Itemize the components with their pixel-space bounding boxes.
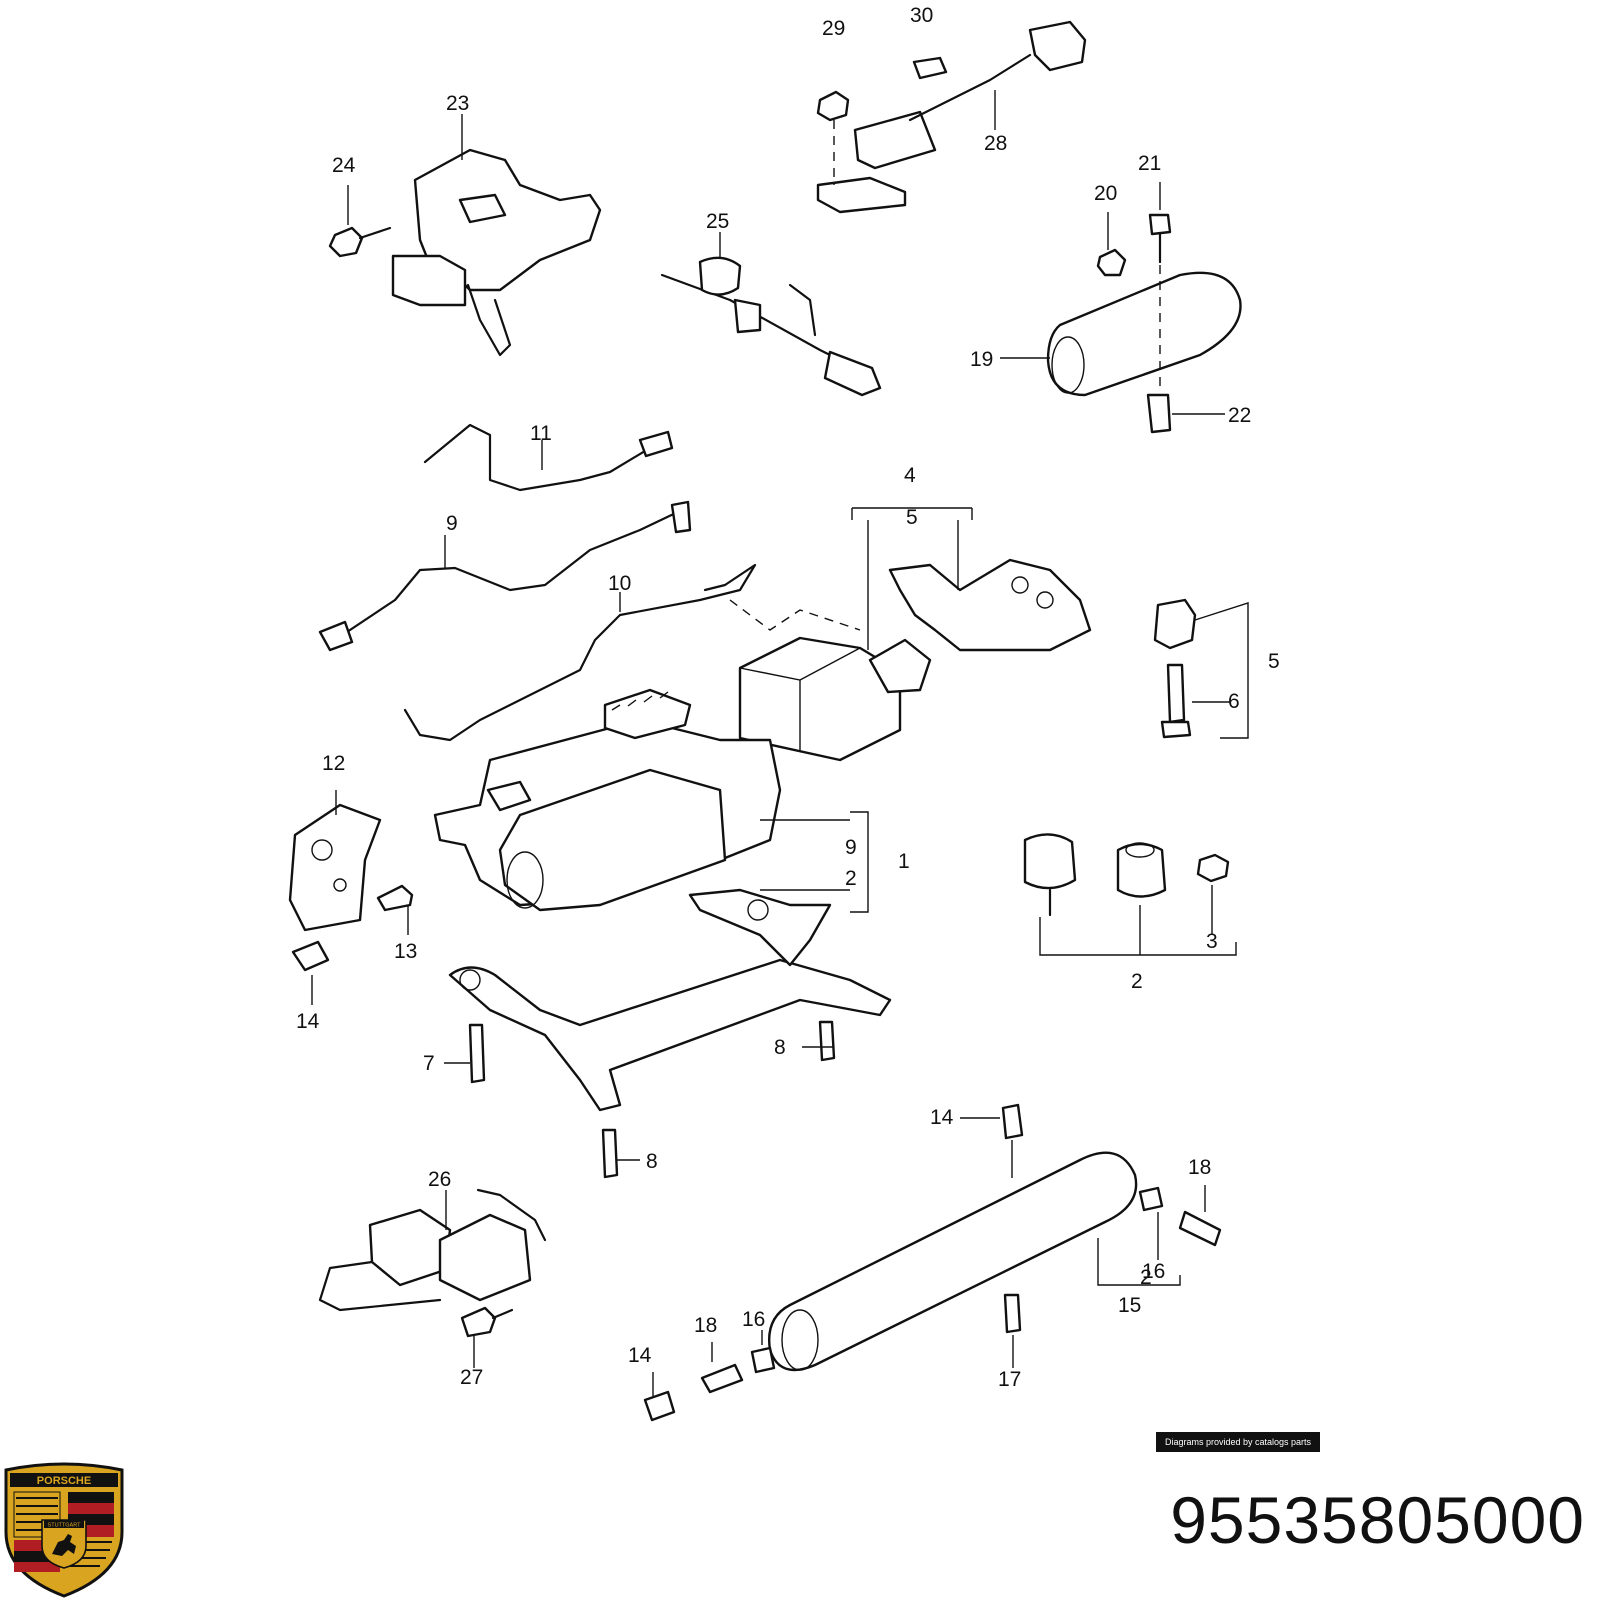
callout-19: 19 — [970, 348, 993, 371]
callout-29: 29 — [822, 17, 845, 40]
air-tank-part — [643, 1103, 1222, 1422]
callout-9: 9 — [845, 836, 857, 859]
callout-18: 18 — [694, 1314, 717, 1337]
compressor-part — [433, 688, 869, 913]
callout-17: 17 — [998, 1368, 1021, 1391]
svg-text:STUTTGART: STUTTGART — [48, 1523, 82, 1529]
svg-text:PORSCHE: PORSCHE — [37, 1475, 91, 1487]
callout-23: 23 — [446, 92, 469, 115]
fitting-part — [660, 232, 882, 397]
level-sensor-part — [816, 20, 1087, 214]
callout-5: 5 — [906, 506, 918, 529]
callout-9: 9 — [446, 512, 458, 535]
crossmember-part — [444, 888, 892, 1179]
porsche-crest-logo: PORSCHE STUTTGART — [4, 1462, 124, 1598]
callout-1: 1 — [898, 850, 910, 873]
callout-8: 8 — [646, 1150, 658, 1173]
callout-25: 25 — [706, 210, 729, 233]
callout-5: 5 — [1268, 650, 1280, 673]
callout-30: 30 — [910, 4, 933, 27]
callout-8: 8 — [774, 1036, 786, 1059]
valve-block-part — [738, 507, 1092, 762]
callout-10: 10 — [608, 572, 631, 595]
valve-bracket-part — [328, 114, 602, 357]
callout-7: 7 — [423, 1052, 435, 1075]
credit-banner: Diagrams provided by catalogs parts — [1156, 1432, 1320, 1452]
callout-20: 20 — [1094, 182, 1117, 205]
pressure-switch-part — [318, 1188, 547, 1368]
callout-18: 18 — [1188, 1156, 1211, 1179]
mounting-bracket-part — [288, 790, 414, 1005]
pressure-reservoir-part — [1000, 182, 1242, 434]
bushing-bolt-part — [1153, 598, 1249, 739]
callout-28: 28 — [984, 132, 1007, 155]
callout-16: 16 — [742, 1308, 765, 1331]
callout-2: 2 — [845, 867, 857, 890]
callout-26: 26 — [428, 1168, 451, 1191]
pressure-line-part — [403, 563, 861, 742]
callout-14: 14 — [628, 1344, 652, 1367]
callout-3: 3 — [1206, 930, 1218, 953]
part-number: 95535805000 — [1170, 1483, 1585, 1557]
callout-4: 4 — [904, 464, 916, 487]
callout-14: 14 — [930, 1106, 954, 1129]
callout-6: 6 — [1228, 690, 1240, 713]
pressure-pipe-part — [423, 423, 674, 492]
callout-16: 16 — [1142, 1260, 1165, 1283]
air-hose-part — [318, 500, 692, 652]
callout-27: 27 — [460, 1366, 483, 1389]
callout-14: 14 — [296, 1010, 320, 1033]
callout-2: 2 — [1140, 1266, 1152, 1289]
callout-24: 24 — [332, 154, 356, 177]
rubber-mount-part — [1023, 833, 1237, 956]
callout-12: 12 — [322, 752, 345, 775]
callout-13: 13 — [394, 940, 417, 963]
callout-15: 15 — [1118, 1294, 1141, 1317]
callout-11: 11 — [530, 422, 552, 445]
callout-22: 22 — [1228, 404, 1251, 427]
callout-2: 2 — [1131, 970, 1143, 993]
callout-21: 21 — [1138, 152, 1161, 175]
